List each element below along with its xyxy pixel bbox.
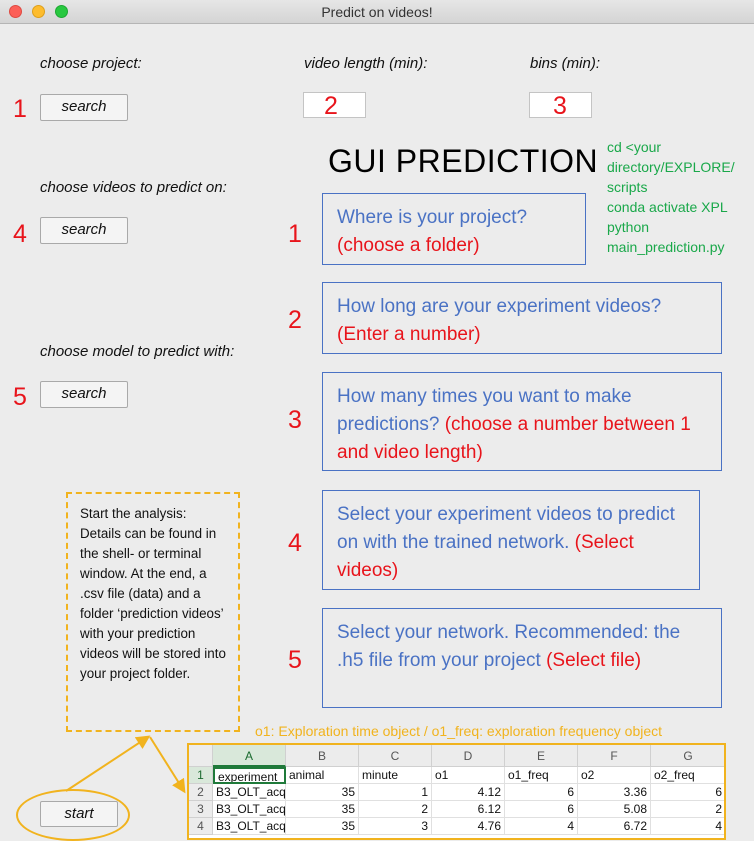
choose-model-label: choose model to predict with:: [40, 343, 235, 360]
marker-video-length: 2: [324, 92, 338, 120]
window-title: Predict on videos!: [321, 4, 433, 20]
callout-project: Where is your project? (choose a folder): [322, 193, 586, 265]
spreadsheet-cell[interactable]: 6.12: [432, 801, 505, 818]
spreadsheet-cell[interactable]: experiment: [213, 767, 286, 784]
callout-model: Select your network. Recommended: the .h…: [322, 608, 722, 708]
spreadsheet-caption: o1: Exploration time object / o1_freq: e…: [255, 723, 663, 739]
video-length-input[interactable]: [303, 92, 366, 118]
row-number[interactable]: 1: [189, 767, 213, 784]
spreadsheet-cell[interactable]: 4.76: [432, 818, 505, 835]
spreadsheet-cell[interactable]: 3: [359, 818, 432, 835]
spreadsheet-cell[interactable]: 6: [651, 784, 724, 801]
start-highlight-ring: [16, 789, 130, 841]
column-header[interactable]: F: [578, 745, 651, 767]
spreadsheet-cell[interactable]: animal: [286, 767, 359, 784]
callout-videos: Select your experiment videos to predict…: [322, 490, 700, 590]
row-number[interactable]: 4: [189, 818, 213, 835]
arrow-to-sheet: [149, 736, 186, 794]
callout-text: Select your network. Recommended: the .h…: [337, 622, 681, 671]
spreadsheet-cell[interactable]: 6: [505, 784, 578, 801]
choose-videos-label: choose videos to predict on:: [40, 179, 227, 196]
title-bar: Predict on videos!: [0, 0, 754, 24]
arrow-to-note: [65, 735, 151, 792]
start-analysis-note: Start the analysis: Details can be found…: [66, 492, 240, 732]
column-header[interactable]: A: [213, 745, 286, 767]
column-header[interactable]: D: [432, 745, 505, 767]
search-project-button[interactable]: search: [40, 94, 128, 121]
output-spreadsheet-preview: A B C D E F G 1 experiment animal minute…: [187, 743, 726, 840]
video-length-label: video length (min):: [304, 55, 428, 72]
row-number[interactable]: 3: [189, 801, 213, 818]
sheet-corner: [189, 745, 213, 767]
window-body: choose project: video length (min): bins…: [0, 25, 754, 841]
spreadsheet-cell[interactable]: 35: [286, 784, 359, 801]
spreadsheet-cell[interactable]: o1_freq: [505, 767, 578, 784]
callout-hint: (Enter a number): [337, 324, 481, 345]
spreadsheet-cell[interactable]: 3.36: [578, 784, 651, 801]
marker-videos: 4: [13, 220, 27, 248]
callout-number-3: 3: [288, 406, 302, 434]
callout-text: Select your experiment videos to predict…: [337, 504, 675, 553]
callout-text: How long are your experiment videos?: [337, 296, 662, 317]
spreadsheet-cell[interactable]: B3_OLT_acq: [213, 784, 286, 801]
spreadsheet-cell[interactable]: o2_freq: [651, 767, 724, 784]
choose-project-label: choose project:: [40, 55, 142, 72]
spreadsheet-cell[interactable]: 6.72: [578, 818, 651, 835]
callout-text: How many times you want to make predicti…: [337, 386, 632, 435]
spreadsheet-cell[interactable]: B3_OLT_acq: [213, 801, 286, 818]
callout-video-length: How long are your experiment videos? (En…: [322, 282, 722, 354]
spreadsheet-cell[interactable]: 2: [359, 801, 432, 818]
callout-bins: How many times you want to make predicti…: [322, 372, 722, 471]
spreadsheet-cell[interactable]: 5.08: [578, 801, 651, 818]
column-header[interactable]: C: [359, 745, 432, 767]
search-videos-button[interactable]: search: [40, 217, 128, 244]
spreadsheet-cell[interactable]: B3_OLT_acq: [213, 818, 286, 835]
callout-number-5: 5: [288, 646, 302, 674]
callout-hint: (Select file): [546, 650, 642, 671]
spreadsheet-cell[interactable]: o2: [578, 767, 651, 784]
marker-project: 1: [13, 95, 27, 123]
terminal-commands: cd <your directory/EXPLORE/ scripts cond…: [607, 137, 754, 257]
callout-hint: (Select videos): [337, 532, 634, 581]
bins-input[interactable]: [529, 92, 592, 118]
marker-model: 5: [13, 383, 27, 411]
spreadsheet-cell[interactable]: 4: [651, 818, 724, 835]
callout-hint: (choose a number between 1 and video len…: [337, 414, 691, 463]
page-title: GUI PREDICTION: [328, 143, 599, 179]
command-line: python: [607, 219, 650, 235]
column-header[interactable]: G: [651, 745, 724, 767]
command-line: conda activate XPL: [607, 199, 728, 215]
command-line: cd <your: [607, 139, 662, 155]
command-line: scripts: [607, 179, 648, 195]
spreadsheet-cell[interactable]: 35: [286, 801, 359, 818]
callout-number-4: 4: [288, 529, 302, 557]
close-window-button[interactable]: [9, 5, 22, 18]
spreadsheet-cell[interactable]: 4.12: [432, 784, 505, 801]
spreadsheet-cell[interactable]: 35: [286, 818, 359, 835]
callout-text: Where is your project?: [337, 207, 528, 228]
callout-number-2: 2: [288, 306, 302, 334]
bins-label: bins (min):: [530, 55, 601, 72]
spreadsheet-cell[interactable]: o1: [432, 767, 505, 784]
column-header[interactable]: E: [505, 745, 578, 767]
marker-bins: 3: [553, 92, 567, 120]
spreadsheet-cell[interactable]: 4: [505, 818, 578, 835]
callout-number-1: 1: [288, 220, 302, 248]
command-line: directory/EXPLORE/: [607, 159, 735, 175]
minimize-window-button[interactable]: [32, 5, 45, 18]
spreadsheet-cell[interactable]: 2: [651, 801, 724, 818]
row-number[interactable]: 2: [189, 784, 213, 801]
spreadsheet-cell[interactable]: 6: [505, 801, 578, 818]
search-model-button[interactable]: search: [40, 381, 128, 408]
callout-hint: (choose a folder): [337, 235, 480, 256]
spreadsheet-cell[interactable]: minute: [359, 767, 432, 784]
spreadsheet-cell[interactable]: 1: [359, 784, 432, 801]
command-line: main_prediction.py: [607, 239, 725, 255]
column-header[interactable]: B: [286, 745, 359, 767]
zoom-window-button[interactable]: [55, 5, 68, 18]
